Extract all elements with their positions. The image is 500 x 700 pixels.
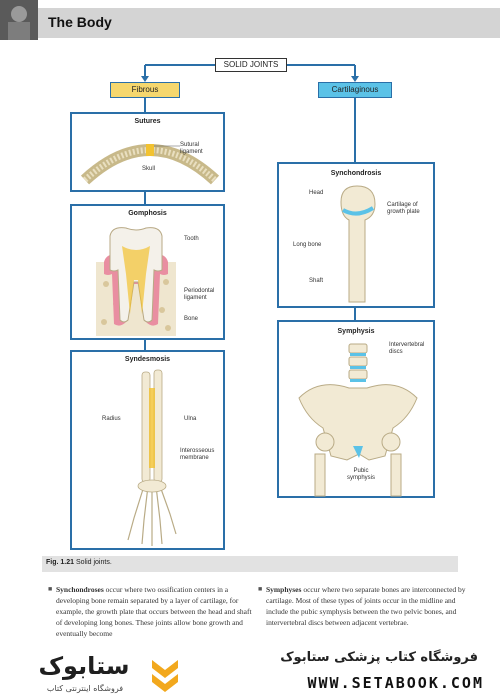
pubic-symphysis-label: Pubic symphysis — [346, 468, 375, 481]
shaft-label: Shaft — [309, 278, 324, 284]
ulna-label: Ulna — [184, 416, 197, 422]
fibrous-label: Fibrous — [110, 82, 180, 98]
bone-label: Bone — [184, 316, 199, 322]
sutural-ligament-label: Sutural ligament — [180, 142, 203, 155]
left-column: ■ Synchondroses occur where two ossifica… — [48, 584, 256, 639]
shop-name: فروشگاه کتاب پزشکی ستابوک — [280, 650, 478, 665]
radius-label: Radius — [102, 416, 121, 422]
bullet-icon: ■ — [48, 585, 53, 593]
long-bone-illustration — [340, 185, 376, 303]
synchondroses-text: occur where two ossification centers in … — [56, 585, 252, 638]
skull-illustration — [80, 144, 220, 185]
caption-bar — [42, 556, 458, 572]
logo-subtitle: فروشگاه اینترنتی کتاب — [46, 684, 124, 693]
gomphosis-panel: Gomphosis Tooth Periodontal ligament Bon… — [70, 204, 225, 340]
interosseous-membrane-label: Interosseous membrane — [180, 448, 215, 461]
head-label: Head — [309, 190, 324, 196]
shop-url-link[interactable]: WWW.SETABOOK.COM — [307, 674, 484, 692]
periodontal-ligament-label: Periodontal ligament — [184, 288, 215, 301]
page-header: The Body — [0, 0, 500, 40]
symphyses-text: occur where two separate bones are inter… — [266, 585, 466, 627]
synchondrosis-title: Synchondrosis — [330, 170, 382, 177]
syndesmosis-title: Syndesmosis — [124, 356, 171, 363]
symphysis-panel: Symphysis Intervertebral discs Pubic sym… — [277, 320, 435, 498]
symphysis-title: Symphysis — [337, 328, 375, 335]
long-bone-label: Long bone — [293, 242, 322, 248]
figure-caption: Fig. 1.21 Solid joints. — [46, 559, 112, 566]
figure-caption-text: Solid joints. — [75, 559, 112, 566]
synchondroses-term: Synchondroses — [56, 585, 104, 594]
gomphosis-title: Gomphosis — [128, 210, 167, 217]
tooth-illustration — [96, 227, 176, 336]
intervertebral-discs-label: Intervertebral discs — [389, 342, 425, 355]
solid-joints-label: SOLID JOINTS — [215, 58, 287, 72]
syndesmosis-panel: Syndesmosis Radius Ulna Interosseous mem… — [70, 350, 225, 550]
chevron-logo-icon — [152, 660, 178, 692]
header-photo — [0, 0, 38, 40]
sutures-title: Sutures — [134, 118, 161, 125]
tooth-label: Tooth — [184, 236, 199, 242]
figure-number: Fig. 1.21 — [46, 559, 75, 566]
footer-banner — [0, 643, 500, 700]
bullet-icon: ■ — [258, 585, 263, 593]
logo-text: ستابوک — [38, 652, 130, 680]
right-column: ■ Symphyses occur where two separate bon… — [258, 584, 466, 628]
symphyses-term: Symphyses — [266, 585, 302, 594]
synchondrosis-panel: Synchondrosis Head Cartilage of growth p… — [277, 162, 435, 308]
setabook-logo[interactable]: ستابوک فروشگاه اینترنتی کتاب — [0, 650, 200, 700]
cartilaginous-label: Cartilaginous — [318, 82, 392, 98]
connector-lines — [141, 64, 359, 350]
sutures-panel: Sutures Sutural ligament Skull — [70, 112, 225, 192]
forearm-illustration — [127, 369, 177, 546]
page-title: The Body — [48, 14, 112, 30]
skull-label: Skull — [142, 166, 156, 172]
header-bar — [38, 8, 500, 38]
solid-joints-diagram: SOLID JOINTS Fibrous Cartilaginous Sutur… — [65, 50, 457, 552]
growth-plate-label: Cartilage of growth plate — [387, 202, 420, 215]
pelvis-illustration — [298, 343, 418, 497]
